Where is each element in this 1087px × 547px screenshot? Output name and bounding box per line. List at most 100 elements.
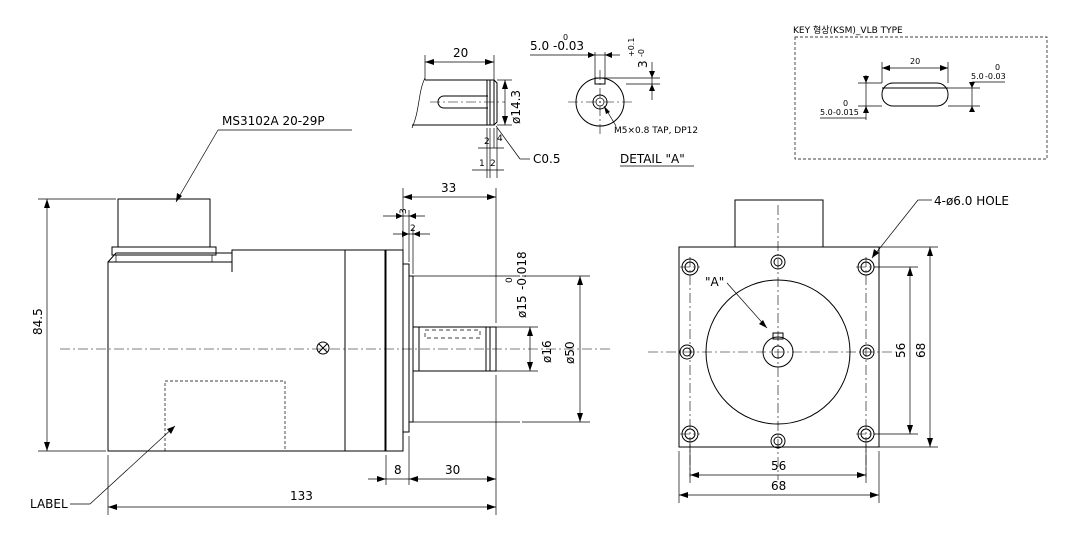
detail-tap-leader xyxy=(603,105,617,127)
mounting-holes xyxy=(679,254,876,477)
shaft-dia-value: ø16 xyxy=(540,340,554,363)
hole-bottom xyxy=(770,433,786,449)
flange-shaft-dimension xyxy=(368,436,496,485)
flange-dia-value: ø50 xyxy=(563,341,577,364)
side-view: MS3102A 20-29P LABEL 84.5 133 xyxy=(30,114,610,515)
key-width-tol-lower: -0.03 xyxy=(985,72,1006,81)
detail-chamfer-leader xyxy=(495,125,530,160)
shaft-tap-circle xyxy=(771,345,785,359)
detail-break-line xyxy=(411,77,426,129)
front-dim-56-horizontal xyxy=(689,444,867,483)
hole-callout-leader xyxy=(871,199,932,259)
detail-dia-dim xyxy=(497,79,512,126)
connector-leader xyxy=(175,129,352,203)
pilot-dia-dimension xyxy=(413,275,520,423)
detail-a-ref: "A" xyxy=(705,275,724,289)
detail-groove-4: 4 xyxy=(497,134,503,144)
hole-top xyxy=(770,254,786,270)
connector-body xyxy=(117,198,211,248)
front-dim-68-h-value: 68 xyxy=(771,479,786,493)
front-view: "A" 4-ø6.0 HOLE 56 68 xyxy=(648,194,1009,503)
step-dimensions xyxy=(383,210,430,274)
connector-base xyxy=(111,246,217,256)
detail-keydepth-dim xyxy=(605,62,660,100)
pilot-circle xyxy=(705,279,851,425)
detail-a: 20 ø14.3 2 4 1 2 C0.5 xyxy=(411,33,698,178)
detail-length-value: 20 xyxy=(453,46,468,60)
detail-keydepth-value: 3 xyxy=(636,60,650,68)
pilot-tol-upper: 0 xyxy=(505,277,515,283)
shaft-circle xyxy=(762,336,794,368)
shaft-keyway-hidden xyxy=(424,329,481,339)
detail-dia-value: ø14.3 xyxy=(509,90,523,124)
detail-groove-dims xyxy=(472,128,504,178)
detail-keywidth-value: 5.0 xyxy=(530,39,549,53)
detail-tap-note: M5×0.8 TAP, DP12 xyxy=(614,126,698,136)
key-height-dim xyxy=(820,75,882,120)
overall-length-dimension xyxy=(107,375,497,515)
detail-chamfer-value: C0.5 xyxy=(533,152,560,166)
step-3-value: 3 xyxy=(399,208,409,214)
detail-keywidth-tol-upper: 0 xyxy=(563,33,568,42)
label-leader xyxy=(70,425,176,505)
front-dim-56-v-value: 56 xyxy=(894,343,908,358)
key-length-dim xyxy=(881,62,949,83)
projection-value: 33 xyxy=(441,181,456,195)
hole-right xyxy=(859,344,875,360)
key-box-title: KEY 형상(KSM)_VLB TYPE xyxy=(793,25,903,36)
key-shape xyxy=(881,82,949,107)
detail-length-dim xyxy=(424,55,495,80)
shaft-key xyxy=(772,332,784,340)
output-shaft xyxy=(412,326,497,372)
hole-callout: 4-ø6.0 HOLE xyxy=(934,194,1009,208)
front-dim-68-horizontal xyxy=(678,451,880,503)
key-width-value: 5.0 xyxy=(971,72,984,81)
key-box-frame xyxy=(794,36,1048,160)
label-area xyxy=(164,380,286,452)
key-height-value: 5.0 xyxy=(820,108,833,117)
height-value: 84.5 xyxy=(31,308,45,335)
flange-thickness-value: 8 xyxy=(394,463,402,477)
gearhead-section xyxy=(344,249,386,452)
projection-dimension xyxy=(402,188,497,323)
key-width-tol-upper: 0 xyxy=(995,63,1000,72)
square-flange xyxy=(678,246,880,448)
pilot-dia-value: ø15 xyxy=(515,295,529,318)
detail-a-leader xyxy=(726,282,768,329)
flange-plate xyxy=(385,249,404,452)
pilot-tol-lower: -0.018 xyxy=(515,251,529,290)
label-callout: LABEL xyxy=(30,497,68,511)
front-dim-68-v-value: 68 xyxy=(914,343,928,358)
front-dim-56-vertical xyxy=(874,266,918,435)
key-width-dim xyxy=(948,81,1005,112)
shaft-dia-dimension xyxy=(496,326,538,372)
detail-groove-1: 1 xyxy=(479,159,485,169)
hole-left xyxy=(679,344,695,360)
connector-base-detail xyxy=(115,254,213,262)
overall-length-value: 133 xyxy=(290,489,313,503)
step-2-value: 2 xyxy=(410,224,416,234)
key-height-tol-upper: 0 xyxy=(843,99,848,108)
detail-chamfer xyxy=(493,79,498,126)
motor-body xyxy=(107,249,346,452)
key-length-value: 20 xyxy=(910,57,920,66)
front-connector xyxy=(734,199,824,248)
detail-groove-2: 2 xyxy=(484,137,490,147)
detail-keydepth-tol-upper: +0.1 xyxy=(627,38,636,57)
detail-a-title: DETAIL "A" xyxy=(620,152,685,166)
key-height-tol-lower: -0.015 xyxy=(833,108,859,117)
detail-keywidth-tol-lower: -0.03 xyxy=(553,39,584,53)
detail-keydepth-tol-lower: -0 xyxy=(637,49,646,57)
detail-keywidth-dim xyxy=(530,52,620,80)
connector-label: MS3102A 20-29P xyxy=(222,114,325,128)
front-dim-68-vertical xyxy=(879,246,938,448)
screw-symbol xyxy=(316,341,330,355)
detail-groove-2b: 2 xyxy=(490,159,496,169)
flange-dia-dimension xyxy=(522,275,590,423)
flange-face xyxy=(402,263,410,433)
height-dimension xyxy=(38,198,116,452)
front-dim-56-h-value: 56 xyxy=(771,459,786,473)
shaft-length-value: 30 xyxy=(445,463,460,477)
key-box: KEY 형상(KSM)_VLB TYPE 20 5.0 0 -0.03 xyxy=(793,25,1048,160)
